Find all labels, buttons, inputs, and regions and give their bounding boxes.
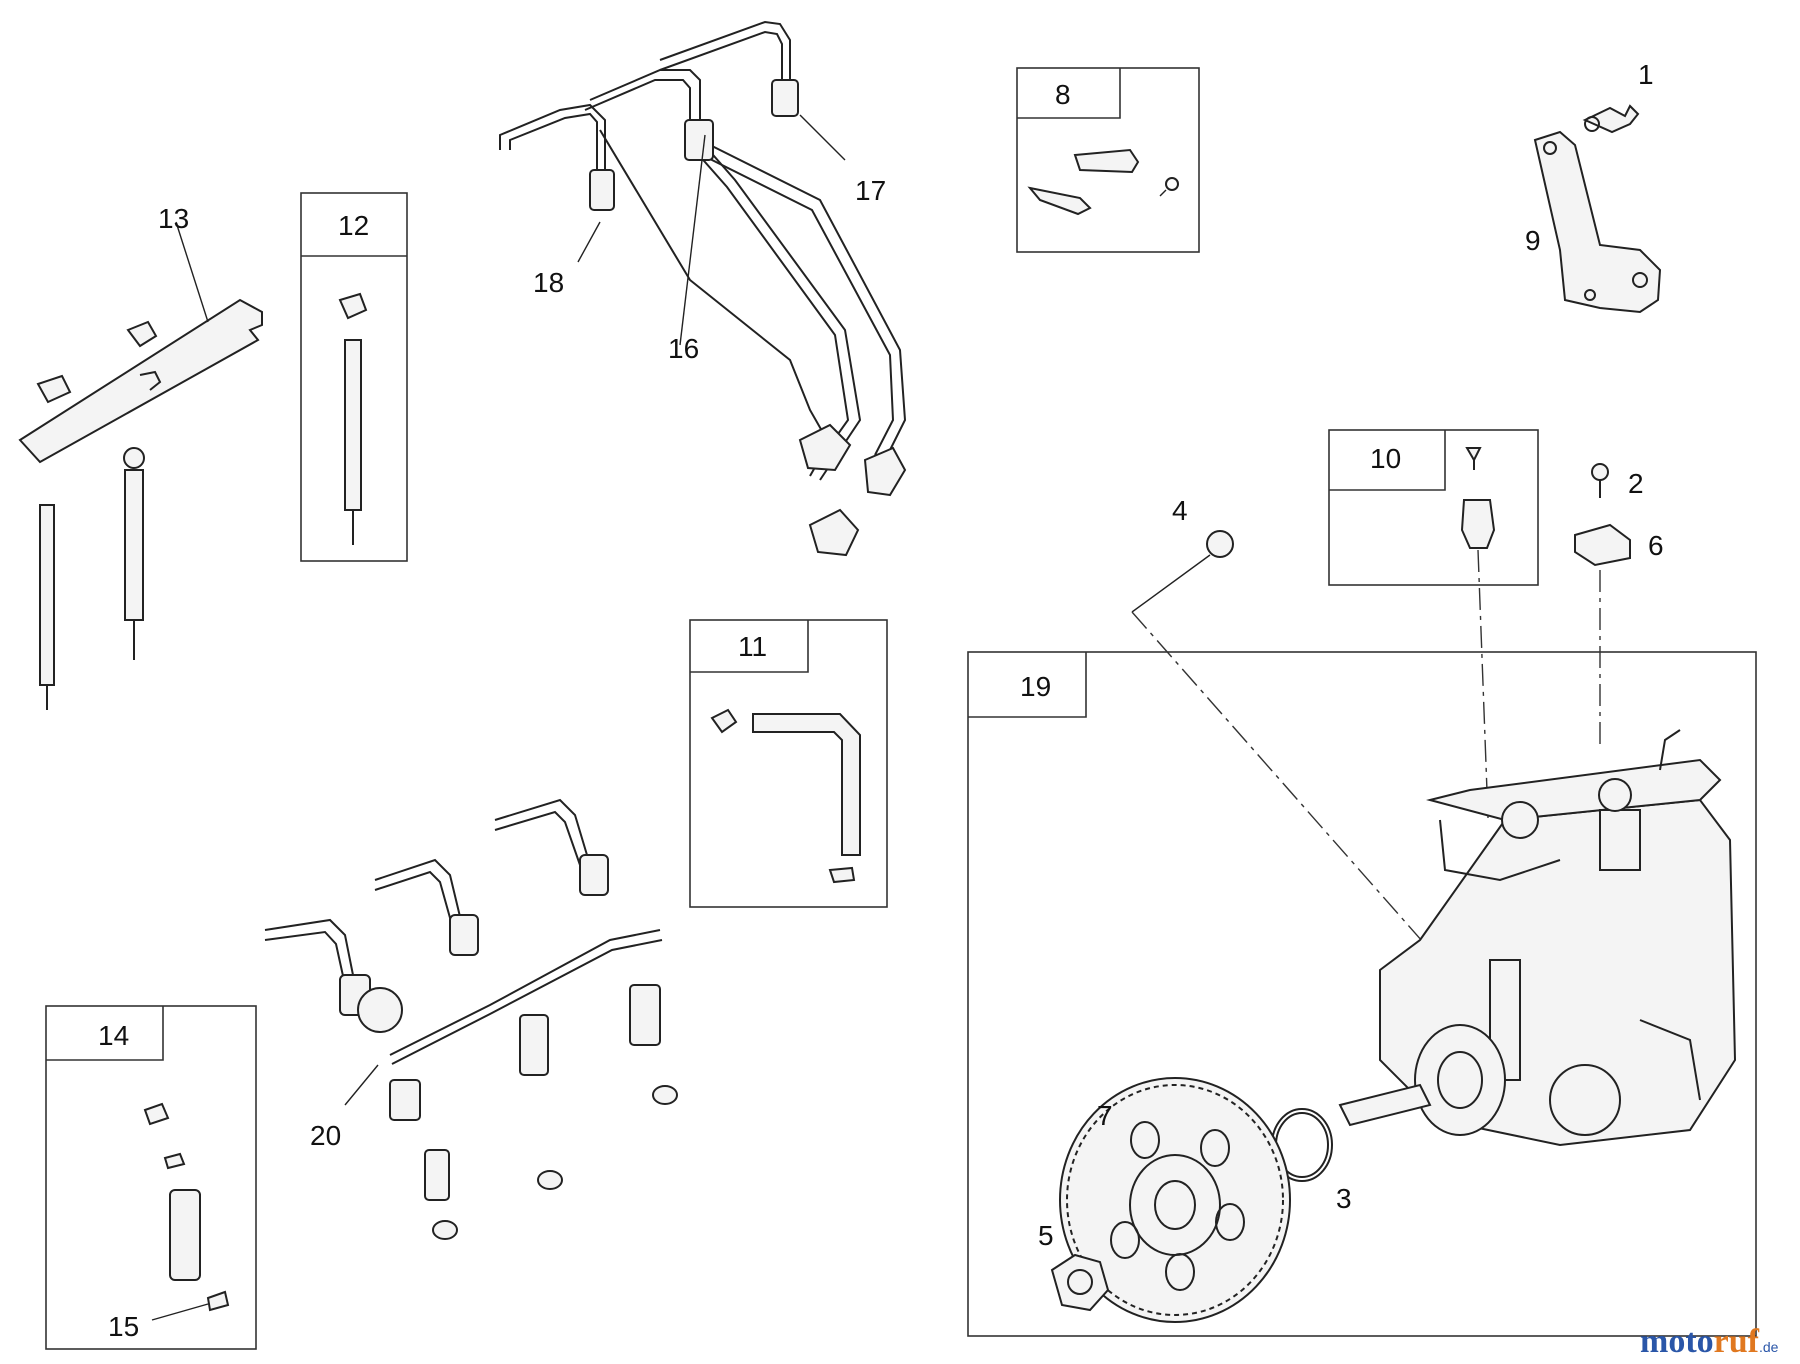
box-14-number: 14	[98, 1020, 129, 1051]
leader-4	[1131, 554, 1211, 613]
assembly-line-10	[1477, 549, 1489, 819]
watermark-logo: motoruf.de	[1640, 1323, 1779, 1360]
callout-5: 5	[1038, 1220, 1054, 1251]
callout-7: 7	[1097, 1100, 1113, 1131]
box-19: 19	[967, 651, 1757, 1337]
assembly-line-4	[1131, 611, 1431, 951]
box-8: 8	[1016, 67, 1200, 253]
part-19-injection-pump	[1338, 729, 1737, 1147]
callout-20: 20	[310, 1120, 341, 1151]
injection-pipes-16	[499, 20, 907, 557]
part-6-clip	[1574, 523, 1631, 567]
part-4-plug	[1206, 530, 1234, 558]
part-2-bolt	[1591, 463, 1609, 498]
part-13-nozzle-plate	[18, 298, 263, 710]
callout-3: 3	[1336, 1183, 1352, 1214]
leader-16	[679, 134, 706, 346]
box-12-number: 12	[338, 210, 369, 241]
leader-20	[344, 1064, 379, 1106]
leader-17	[799, 114, 846, 161]
watermark-part2: ruf	[1714, 1323, 1760, 1360]
box-19-number: 19	[1020, 671, 1051, 702]
box-11-number: 11	[738, 631, 767, 662]
part-7-gear	[1059, 1077, 1291, 1323]
callout-16: 16	[668, 333, 699, 364]
box-12: 12	[300, 192, 408, 562]
callout-13: 13	[158, 203, 189, 234]
part-20-leak-off-lines	[264, 798, 678, 1240]
part-1-screw	[1582, 104, 1640, 134]
leader-13	[175, 221, 209, 323]
callout-9: 9	[1525, 225, 1541, 256]
callout-6: 6	[1648, 530, 1664, 561]
watermark-suffix: .de	[1759, 1339, 1779, 1355]
box-8-number: 8	[1055, 79, 1071, 110]
callout-18: 18	[533, 267, 564, 298]
callout-2: 2	[1628, 468, 1644, 499]
callout-17: 17	[855, 175, 886, 206]
leader-18	[577, 221, 601, 263]
part-9-bracket	[1533, 130, 1662, 314]
callout-4: 4	[1172, 495, 1188, 526]
box-14: 14	[45, 1005, 257, 1350]
box-11: 11	[689, 619, 888, 908]
box-10-number: 10	[1370, 443, 1401, 474]
leader-15	[151, 1303, 209, 1321]
part-5-nut	[1050, 1253, 1110, 1312]
callout-15: 15	[108, 1311, 139, 1342]
box-10: 10	[1328, 429, 1539, 586]
svg-text:motoruf.de: motoruf.de	[1640, 1323, 1779, 1360]
watermark-part1: moto	[1640, 1323, 1714, 1360]
callout-1: 1	[1638, 59, 1654, 90]
